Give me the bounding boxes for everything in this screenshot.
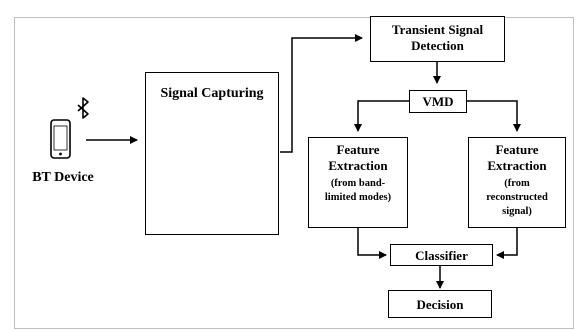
feature-left-line2: Extraction	[328, 158, 388, 173]
signal-capturing-box	[145, 72, 279, 235]
feature-right-sub3: signal)	[502, 206, 532, 217]
decision-label: Decision	[416, 297, 464, 312]
feature-left-sub2: limited modes)	[324, 192, 392, 203]
feature-right-line1: Feature	[495, 142, 539, 157]
transient-detection-line2: Detection	[411, 38, 464, 53]
feature-right-line2: Extraction	[487, 158, 547, 173]
feature-extraction-left-box	[308, 137, 408, 228]
decision-box	[388, 290, 492, 318]
arrow-vmd-to-feature-right	[467, 100, 521, 132]
feature-right-sub1: (from	[504, 178, 530, 189]
feature-extraction-right-box	[468, 137, 566, 228]
classifier-box	[390, 244, 493, 266]
vmd-box	[409, 90, 467, 113]
arrow-capture-to-transient	[280, 34, 363, 153]
arrow-feature-right-to-classifier	[496, 228, 518, 259]
transient-detection-box	[370, 16, 505, 62]
transient-detection-line1: Transient Signal	[391, 22, 484, 37]
feature-left-sub1: (from band-	[330, 178, 386, 189]
device-label: BT Device	[32, 170, 94, 185]
feature-left-line1: Feature	[336, 142, 380, 157]
phone-icon	[50, 119, 71, 159]
vmd-label: VMD	[422, 94, 454, 109]
bluetooth-icon	[77, 97, 89, 119]
arrow-vmd-to-feature-left	[354, 100, 409, 132]
arrow-feature-left-to-classifier	[357, 228, 387, 259]
signal-capturing-title: Signal Capturing	[160, 86, 264, 101]
classifier-label: Classifier	[415, 248, 468, 263]
feature-right-sub2: reconstructed	[486, 192, 548, 203]
diagram-frame	[14, 17, 574, 329]
